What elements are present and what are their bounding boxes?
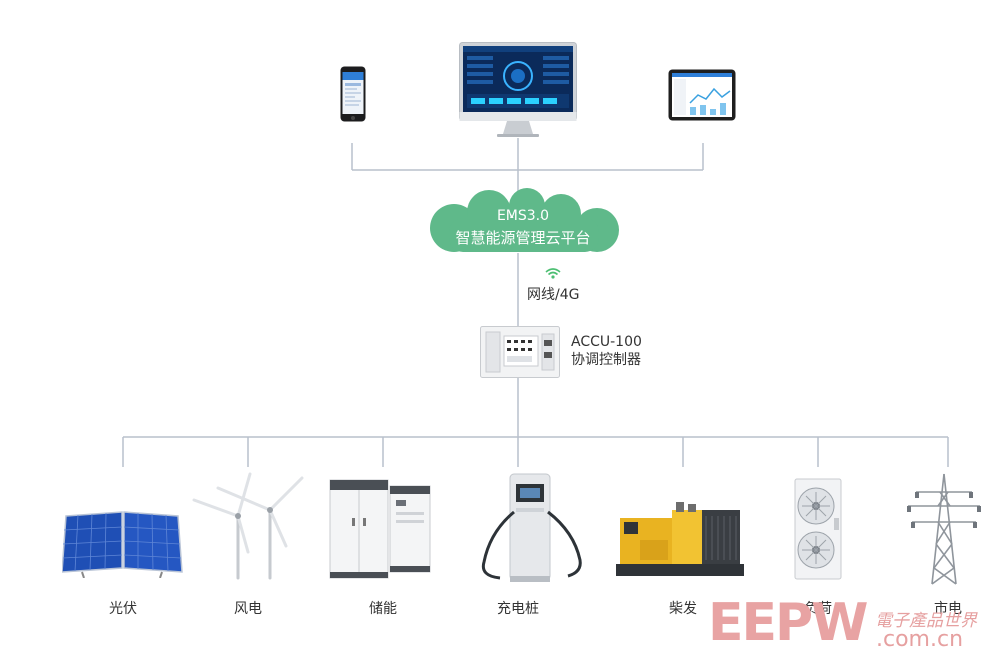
device-label-wind: 风电: [234, 601, 262, 617]
cloud-title: EMS3.0: [496, 208, 550, 224]
energy-storage-icon: [329, 479, 431, 579]
device-label-load: 负荷: [804, 601, 832, 617]
wind-turbine-icon: [192, 472, 304, 580]
watermark-site-name: 電子產品世界: [875, 611, 977, 631]
solar-panel-icon: [62, 511, 183, 578]
diesel-generator-icon: [616, 502, 744, 576]
monitor-icon: [459, 42, 577, 137]
device-label-diesel: 柴发: [669, 601, 697, 617]
network-label: 网线/4G: [527, 287, 580, 303]
transmission-tower-icon: [907, 473, 981, 585]
watermark-logo: EEPW: [708, 593, 869, 653]
load-unit-icon: [794, 478, 842, 580]
controller-model: ACCU-100: [571, 334, 642, 350]
controller-device: [480, 326, 560, 378]
smartphone-icon: [340, 66, 366, 122]
wifi-icon: [545, 268, 561, 279]
device-label-storage: 储能: [369, 601, 397, 617]
device-label-pv: 光伏: [109, 601, 137, 617]
controller-name: 协调控制器: [571, 352, 641, 368]
cloud-subtitle: 智慧能源管理云平台: [455, 229, 591, 247]
tablet-icon: [668, 69, 736, 121]
watermark-url: .com.cn: [876, 627, 964, 652]
ev-charger-icon: [481, 473, 582, 582]
cloud-shape: [430, 188, 619, 252]
device-label-grid: 市电: [934, 601, 962, 617]
device-label-charger: 充电桩: [497, 601, 539, 617]
